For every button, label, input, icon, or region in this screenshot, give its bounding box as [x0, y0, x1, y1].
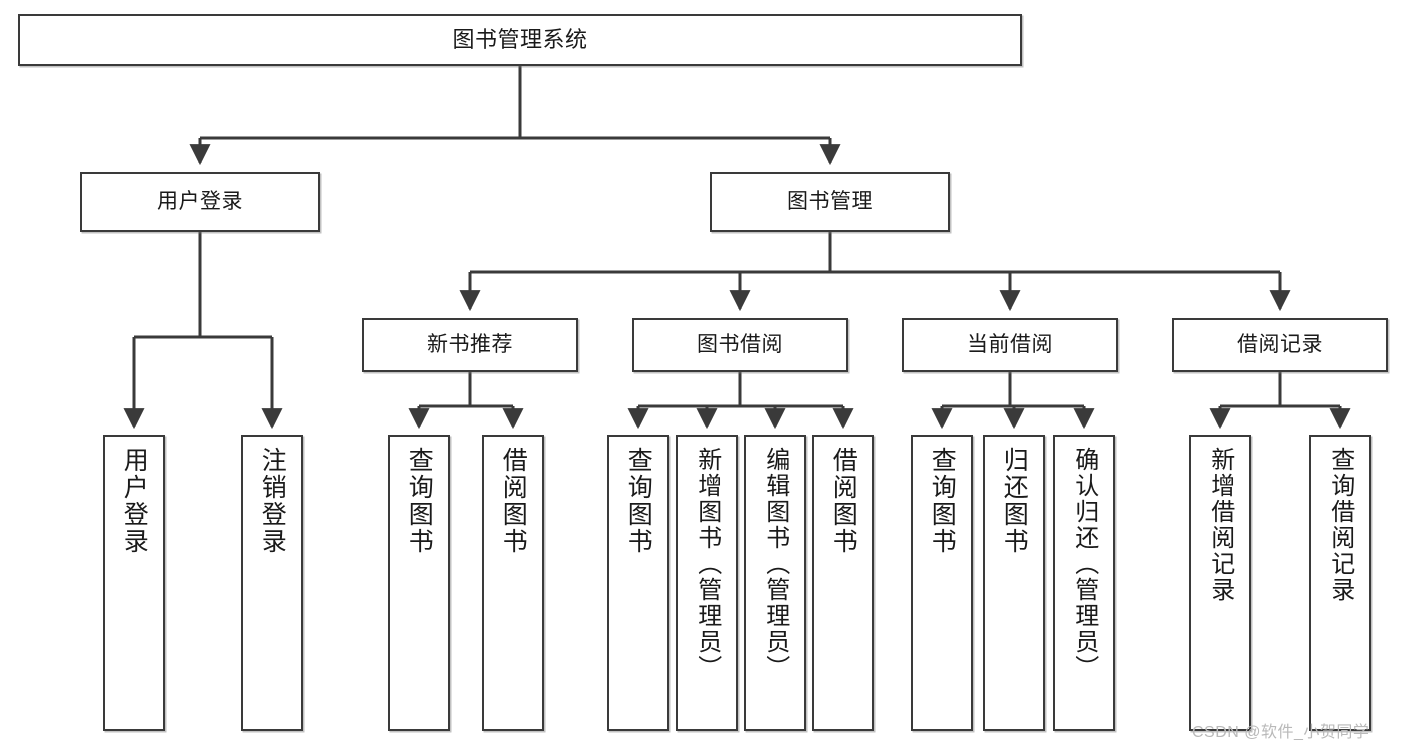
node-root-label: 图书管理系统 — [452, 27, 588, 53]
leaf-edit-book-admin-label: 编辑图书（管理员） — [761, 447, 789, 681]
node-borrow-record-label: 借阅记录 — [1237, 332, 1323, 356]
leaf-return-book[interactable]: 归还图书 — [983, 435, 1045, 731]
leaf-user-login-label: 用户登录 — [120, 447, 149, 555]
node-current-borrow[interactable]: 当前借阅 — [902, 318, 1118, 372]
node-borrow-record[interactable]: 借阅记录 — [1172, 318, 1388, 372]
leaf-add-book-admin-label: 新增图书（管理员） — [693, 447, 721, 681]
leaf-user-login[interactable]: 用户登录 — [103, 435, 165, 731]
node-new-book-recommend[interactable]: 新书推荐 — [362, 318, 578, 372]
leaf-borrow-book-recommend[interactable]: 借阅图书 — [482, 435, 544, 731]
leaf-add-borrow-record[interactable]: 新增借阅记录 — [1189, 435, 1251, 731]
watermark-text: CSDN @软件_小贺同学 — [1192, 724, 1370, 741]
leaf-query-book-current[interactable]: 查询图书 — [911, 435, 973, 731]
leaf-query-borrow-record-label: 查询借阅记录 — [1326, 447, 1354, 603]
leaf-query-book-recommend-label: 查询图书 — [405, 447, 434, 555]
leaf-query-borrow-record[interactable]: 查询借阅记录 — [1309, 435, 1371, 731]
leaf-query-book-current-label: 查询图书 — [928, 447, 957, 555]
leaf-query-book-borrow-label: 查询图书 — [624, 447, 653, 555]
node-user-login[interactable]: 用户登录 — [80, 172, 320, 232]
node-user-login-label: 用户登录 — [157, 189, 243, 213]
node-book-borrow-label: 图书借阅 — [697, 332, 783, 356]
leaf-edit-book-admin[interactable]: 编辑图书（管理员） — [744, 435, 806, 731]
node-current-borrow-label: 当前借阅 — [967, 332, 1053, 356]
leaf-confirm-return-admin-label: 确认归还（管理员） — [1070, 447, 1098, 681]
leaf-add-borrow-record-label: 新增借阅记录 — [1206, 447, 1234, 603]
leaf-query-book-recommend[interactable]: 查询图书 — [388, 435, 450, 731]
leaf-borrow-book-label: 借阅图书 — [829, 447, 858, 555]
node-root[interactable]: 图书管理系统 — [18, 14, 1022, 66]
leaf-user-logout[interactable]: 注销登录 — [241, 435, 303, 731]
leaf-query-book-borrow[interactable]: 查询图书 — [607, 435, 669, 731]
node-book-management[interactable]: 图书管理 — [710, 172, 950, 232]
node-book-borrow[interactable]: 图书借阅 — [632, 318, 848, 372]
node-new-book-recommend-label: 新书推荐 — [427, 332, 513, 356]
leaf-borrow-book[interactable]: 借阅图书 — [812, 435, 874, 731]
leaf-return-book-label: 归还图书 — [1000, 447, 1029, 555]
leaf-add-book-admin[interactable]: 新增图书（管理员） — [676, 435, 738, 731]
leaf-confirm-return-admin[interactable]: 确认归还（管理员） — [1053, 435, 1115, 731]
node-book-management-label: 图书管理 — [787, 189, 873, 213]
leaf-user-logout-label: 注销登录 — [258, 447, 287, 555]
leaf-borrow-book-recommend-label: 借阅图书 — [499, 447, 528, 555]
